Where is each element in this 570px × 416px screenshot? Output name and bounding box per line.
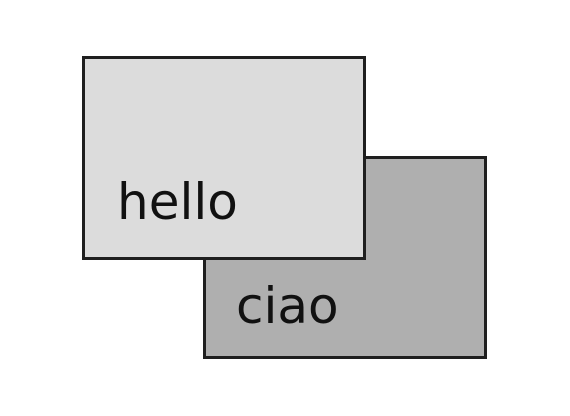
hello-label: hello bbox=[117, 173, 238, 231]
ciao-label: ciao bbox=[236, 277, 339, 335]
hello-card: hello bbox=[82, 56, 366, 260]
